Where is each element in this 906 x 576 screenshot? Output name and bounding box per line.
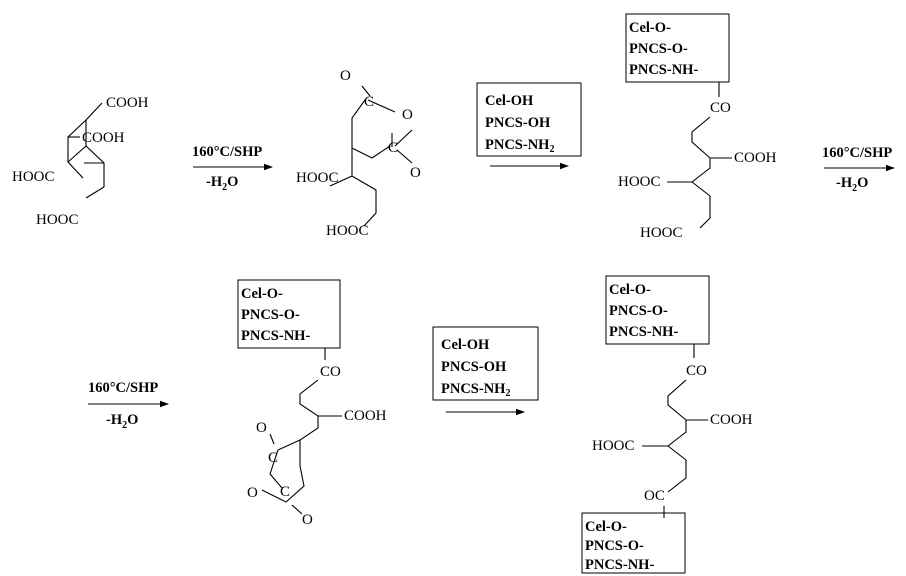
graft-pncs-o: PNCS-O- (241, 307, 300, 323)
hooc-label: HOOC (36, 212, 79, 228)
oxygen-label: O (410, 165, 421, 181)
condition-heat-label: 160°C/SHP (192, 144, 262, 160)
molecule-anhydride: O C O C O HOOC HOOC (296, 68, 421, 239)
oxygen-label: O (402, 107, 413, 123)
carbon-label: C (268, 450, 278, 466)
cooh-label: COOH (344, 408, 387, 424)
condition-water-label: -H2O (106, 412, 138, 431)
reagent-cel-oh: Cel-OH (485, 93, 534, 109)
reaction-arrow-2: 160°C/SHP -H2O (822, 145, 895, 194)
molecule-tetracarboxylic-acid: COOH COOH HOOC HOOC (12, 95, 149, 228)
graft-cel-o: Cel-O- (609, 282, 651, 298)
carbon-label: C (364, 94, 374, 110)
carbonyl-label: OC (644, 488, 665, 504)
condition-water-label: -H2O (206, 174, 238, 193)
graft-cel-o: Cel-O- (585, 519, 627, 535)
molecule-di-grafted: Cel-O- PNCS-O- PNCS-NH- CO COOH HOOC OC … (581, 275, 753, 574)
oxygen-label: O (256, 420, 267, 436)
graft-pncs-nh: PNCS-NH- (241, 328, 310, 344)
cooh-label: COOH (106, 95, 149, 111)
carbon-label: C (280, 484, 290, 500)
condition-heat-label: 160°C/SHP (822, 145, 892, 161)
graft-cel-o: Cel-O- (241, 286, 283, 302)
reagent-pncs-oh: PNCS-OH (441, 359, 507, 375)
hooc-label: HOOC (296, 170, 339, 186)
hooc-label: HOOC (618, 174, 661, 190)
hooc-label: HOOC (592, 438, 635, 454)
carbon-label: C (388, 140, 398, 156)
reagent-box-1: Cel-OH PNCS-OH PNCS-NH2 (476, 82, 582, 170)
reaction-arrow-3: 160°C/SHP -H2O (88, 380, 169, 431)
graft-pncs-o: PNCS-O- (585, 538, 644, 554)
hooc-label: HOOC (640, 225, 683, 241)
reagent-cel-oh: Cel-OH (441, 337, 490, 353)
molecule-mono-grafted: Cel-O- PNCS-O- PNCS-NH- CO COOH HOOC HOO… (618, 13, 777, 241)
cooh-label: COOH (82, 130, 125, 146)
reagent-pncs-nh2: PNCS-NH2 (485, 137, 554, 155)
cooh-label: COOH (734, 150, 777, 166)
graft-pncs-nh: PNCS-NH- (609, 324, 678, 340)
reagent-pncs-nh2: PNCS-NH2 (441, 381, 510, 399)
graft-pncs-o: PNCS-O- (629, 41, 688, 57)
graft-pncs-nh: PNCS-NH- (585, 557, 654, 573)
hooc-label: HOOC (326, 223, 369, 239)
oxygen-label: O (340, 68, 351, 84)
hooc-label: HOOC (12, 169, 55, 185)
carbonyl-label: CO (710, 100, 731, 116)
oxygen-label: O (247, 485, 258, 501)
reagent-box-2: Cel-OH PNCS-OH PNCS-NH2 (432, 326, 539, 416)
oxygen-label: O (302, 512, 313, 528)
graft-cel-o: Cel-O- (629, 20, 671, 36)
graft-pncs-o: PNCS-O- (609, 303, 668, 319)
carbonyl-label: CO (686, 363, 707, 379)
molecule-grafted-anhydride: Cel-O- PNCS-O- PNCS-NH- CO COOH O C O C … (237, 279, 387, 528)
carbonyl-label: CO (320, 364, 341, 380)
condition-heat-label: 160°C/SHP (88, 380, 158, 396)
reaction-arrow-1: 160°C/SHP -H2O (192, 144, 273, 193)
graft-pncs-nh: PNCS-NH- (629, 62, 698, 78)
condition-water-label: -H2O (836, 175, 868, 194)
reagent-pncs-oh: PNCS-OH (485, 115, 551, 131)
cooh-label: COOH (710, 412, 753, 428)
